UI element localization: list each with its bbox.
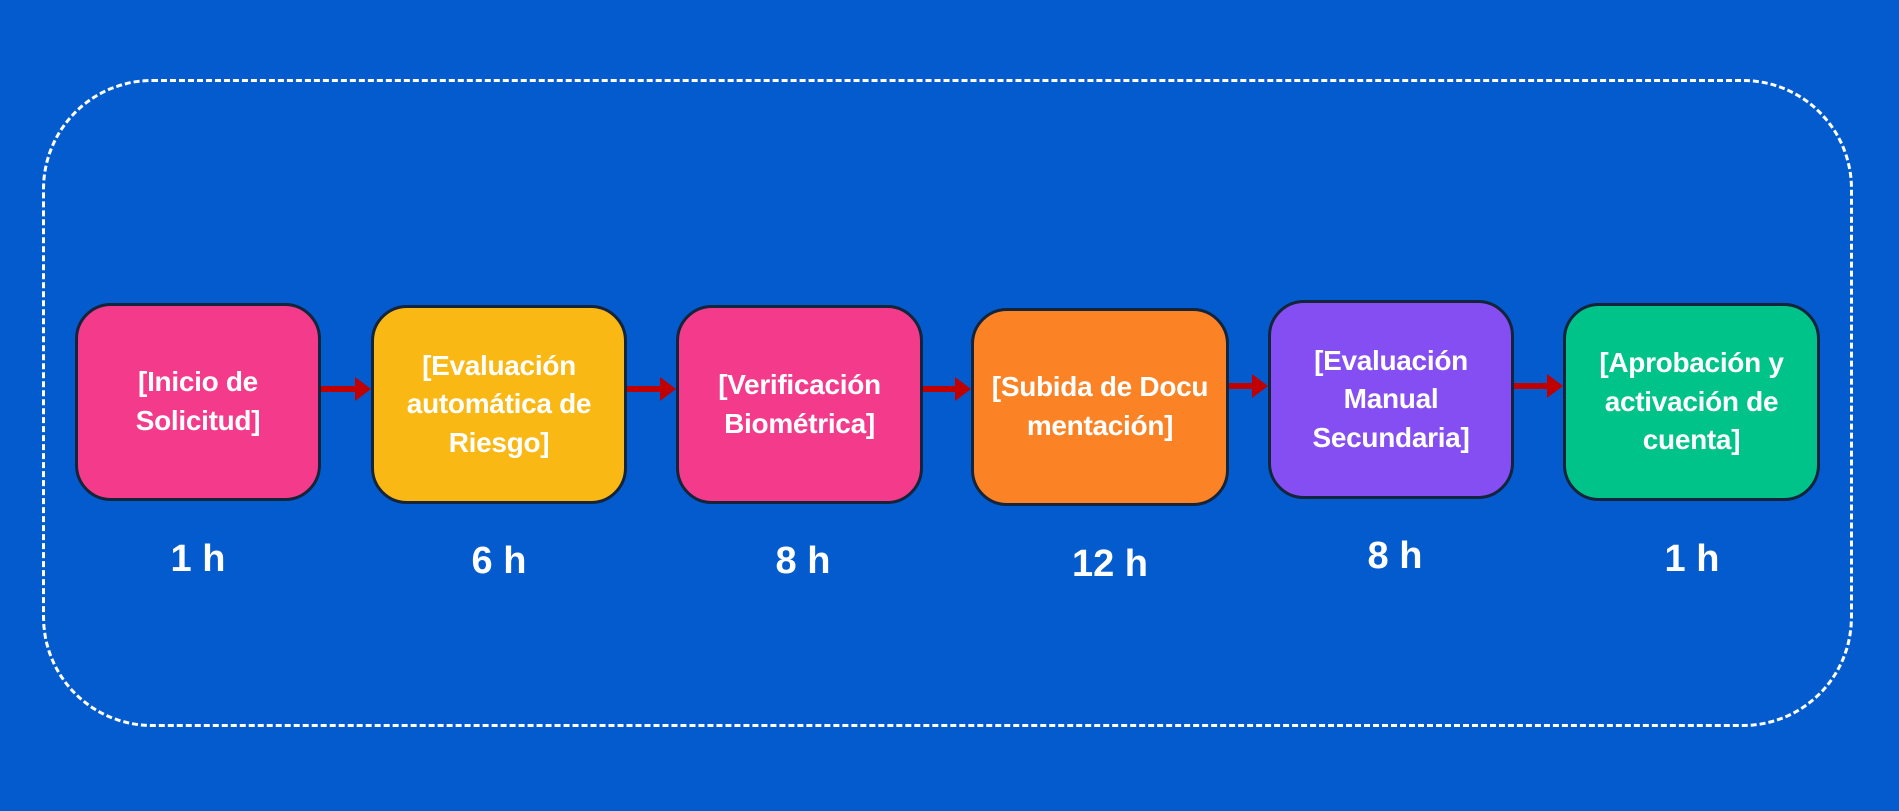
step-evaluacion-manual: [Evaluación Manual Secundaria] xyxy=(1268,300,1514,499)
step-label: [Subida de Documentación] xyxy=(991,371,1209,441)
step-label: [Inicio de Solicitud] xyxy=(135,366,261,436)
duration-6: 1 h xyxy=(1664,538,1720,580)
step-label: [Evaluación Manual Secundaria] xyxy=(1312,344,1470,453)
step-label: [Verificación Biométrica] xyxy=(718,368,881,439)
arrow-1-2 xyxy=(321,377,371,401)
step-label: [Evaluación automática de Riesgo] xyxy=(406,349,592,458)
step-verificacion-biometrica: [Verificación Biométrica] xyxy=(676,305,923,504)
arrow-2-3 xyxy=(627,377,676,401)
arrow-3-4 xyxy=(923,377,971,401)
step-evaluacion-automatica: [Evaluación automática de Riesgo] xyxy=(371,305,627,504)
step-aprobacion-activacion: [Aprobación y activación de cuenta] xyxy=(1563,303,1820,501)
arrow-5-6 xyxy=(1514,374,1563,398)
duration-2: 6 h xyxy=(471,540,527,582)
duration-4: 12 h xyxy=(1071,543,1149,585)
arrow-4-5 xyxy=(1229,374,1268,398)
step-label: [Aprobación y activación de cuenta] xyxy=(1599,347,1784,456)
duration-1: 1 h xyxy=(170,538,226,580)
step-subida-documentacion: [Subida de Documentación] xyxy=(971,308,1229,506)
duration-3: 8 h xyxy=(775,540,831,582)
duration-5: 8 h xyxy=(1367,535,1423,577)
step-inicio-solicitud: [Inicio de Solicitud] xyxy=(75,303,321,501)
process-boundary xyxy=(42,79,1853,727)
